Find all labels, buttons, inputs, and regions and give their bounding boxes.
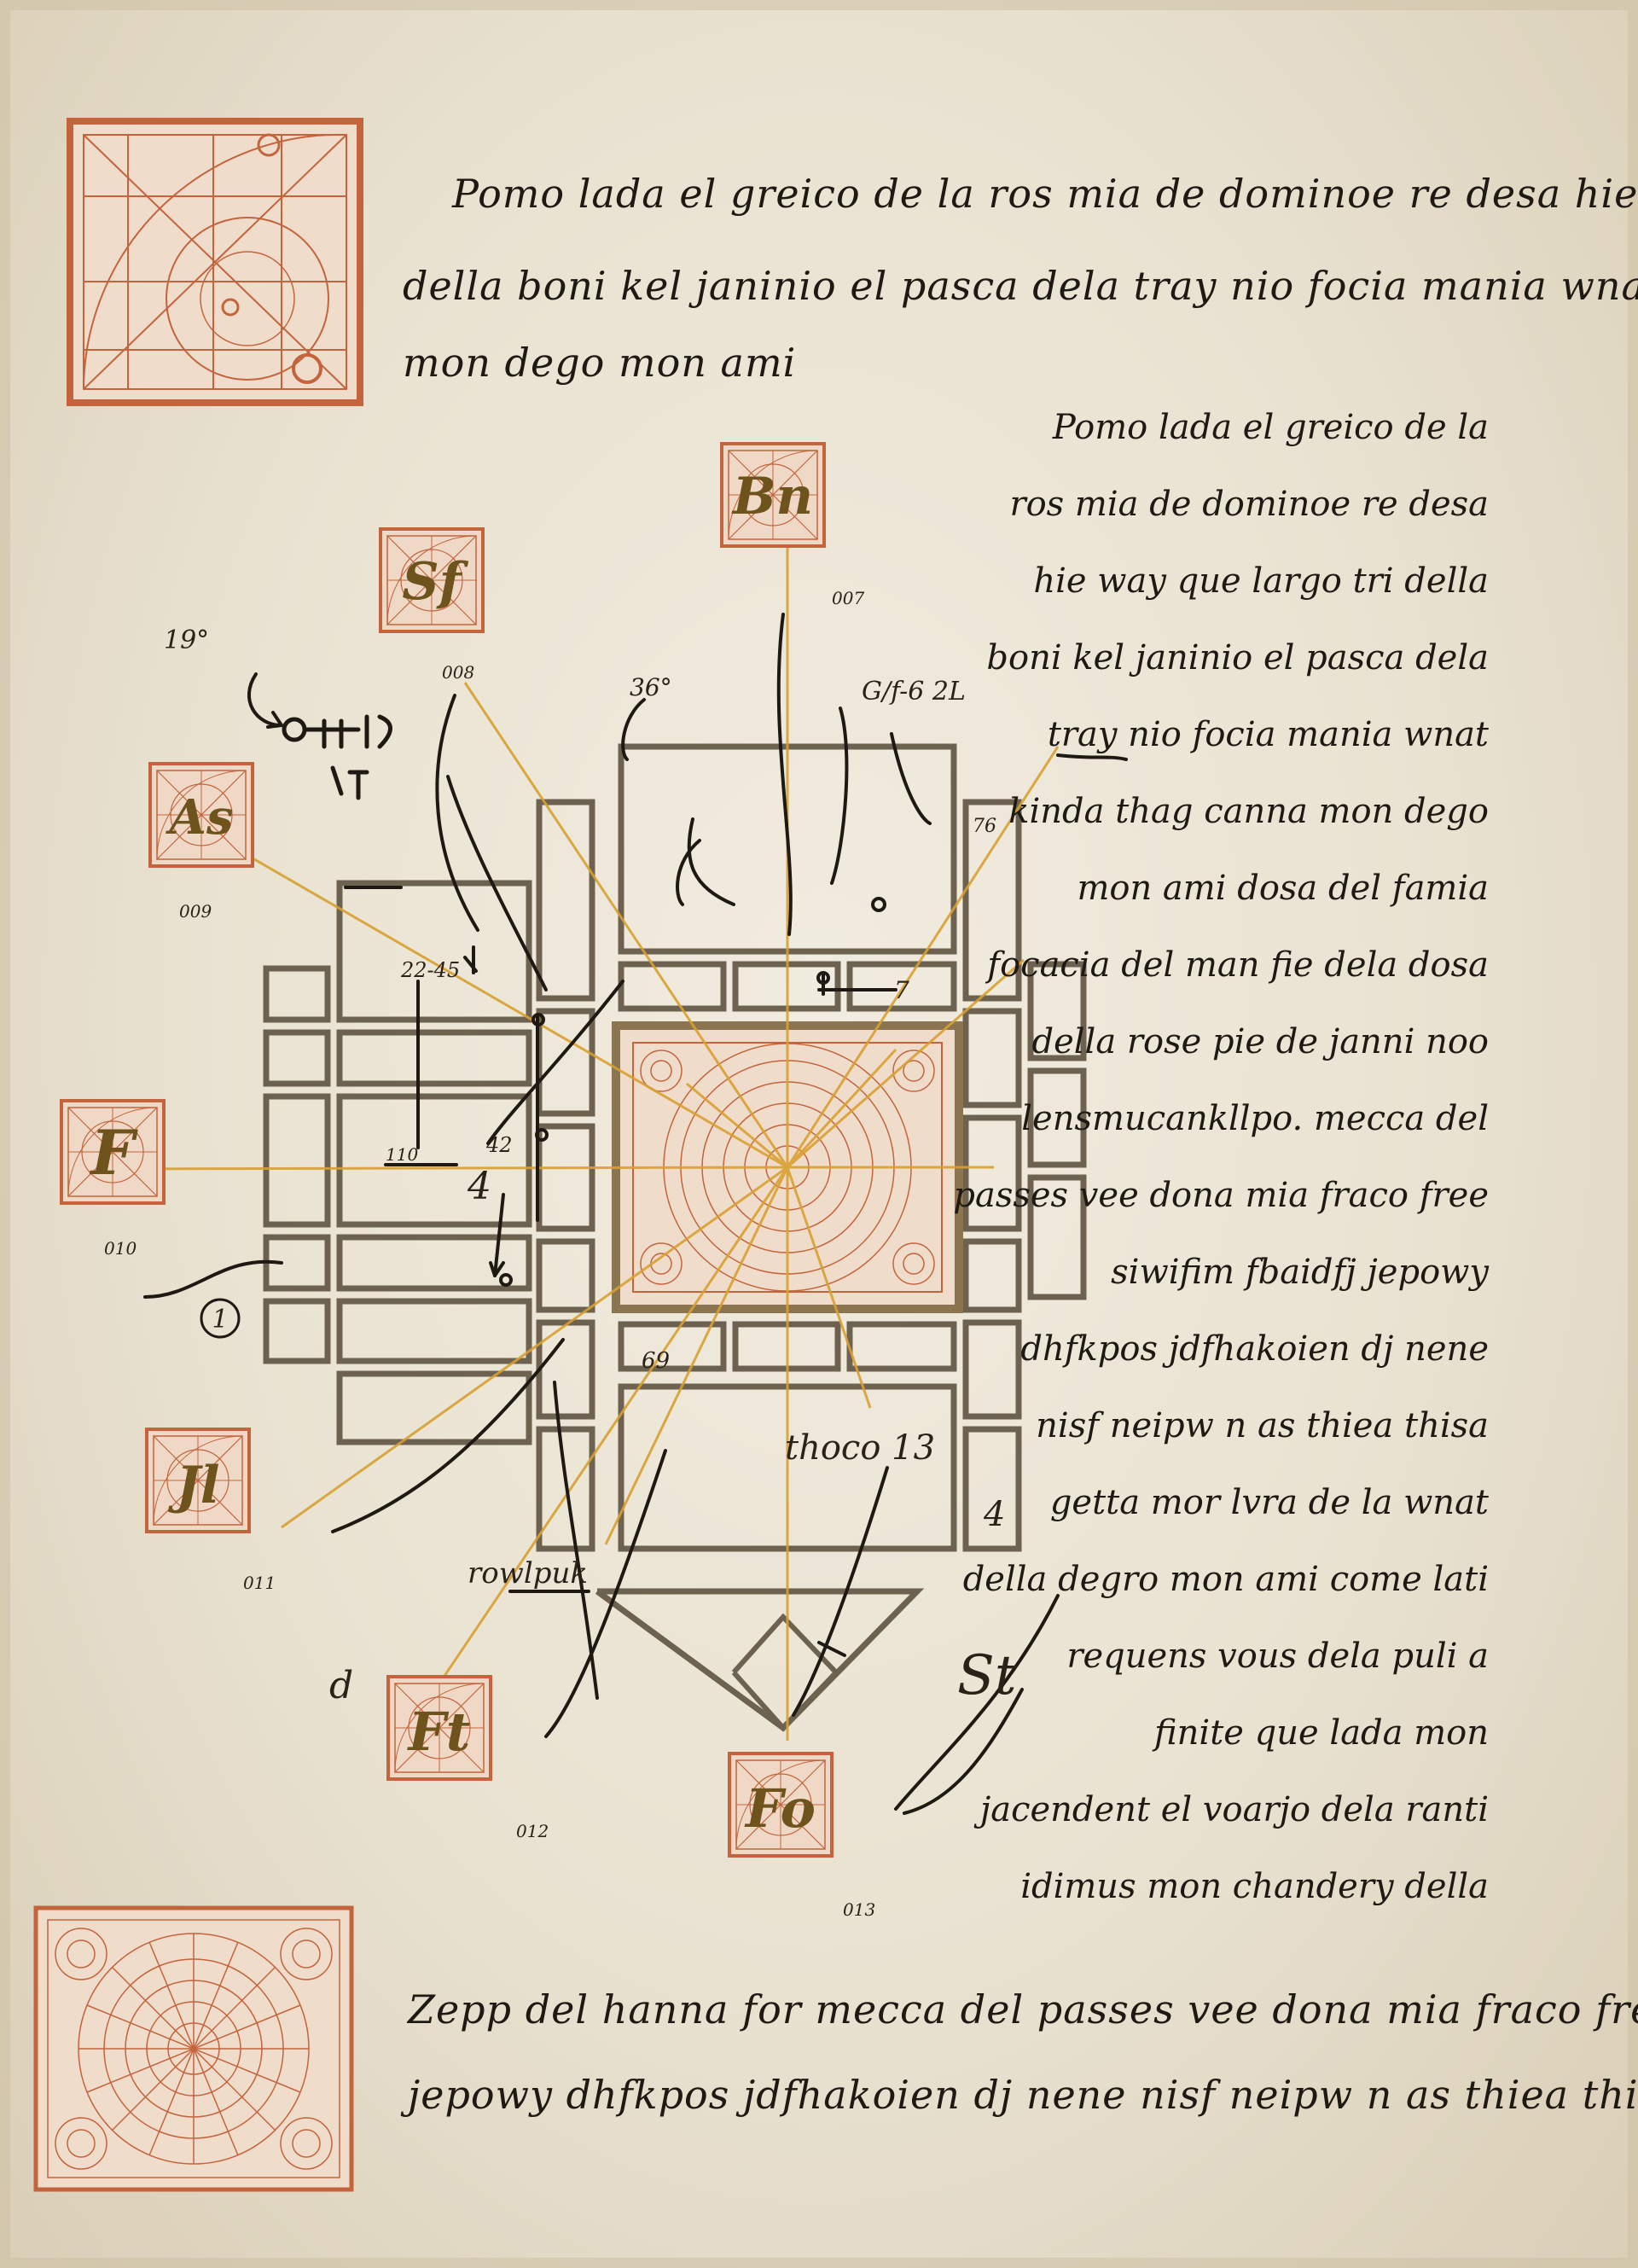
annotation-angle: 36°: [630, 673, 672, 701]
glyph-tile-008: Sf: [379, 527, 485, 633]
annotation-measure-110: 110: [386, 1144, 418, 1165]
side-line-1: Pomo lada el greico de la: [1052, 408, 1489, 447]
annotation-circled-1: 1: [212, 1305, 228, 1335]
glyph-tile-009: As: [148, 762, 254, 868]
tile-code-013: 013: [843, 1899, 875, 1920]
bottom-paragraph-line-2: jepowy dhfkpos jdfhakoien dj nene nisf n…: [408, 2072, 1638, 2118]
annotation-7: 7: [894, 976, 909, 1004]
annotation-69: 69: [642, 1348, 670, 1374]
tile-glyph: As: [166, 789, 234, 846]
side-line-10: lensmucankllpo. mecca del: [1021, 1099, 1489, 1138]
geometric-emblem-top: [67, 118, 363, 406]
side-line-15: getta mor lvra de la wnat: [1049, 1483, 1489, 1522]
side-line-20: idimus mon chandery della: [1020, 1867, 1489, 1906]
top-paragraph-line-1: Pomo lada el greico de la ros mia de dom…: [452, 171, 1638, 217]
tile-code-007: 007: [832, 588, 864, 608]
circled-number-ring: [200, 1298, 241, 1339]
tile-glyph: Jl: [167, 1456, 219, 1515]
annotation-d: d: [329, 1664, 353, 1707]
annotation-76: 76: [973, 816, 996, 837]
tile-glyph: Ft: [407, 1701, 471, 1763]
top-paragraph-line-3: mon dego mon ami: [403, 340, 797, 386]
rosette-emblem-bottom: [33, 1905, 354, 2192]
tile-code-008: 008: [442, 662, 474, 683]
side-line-6: kinda thag canna mon dego: [1008, 792, 1489, 831]
side-line-16: della degro mon ami come lati: [962, 1560, 1489, 1599]
annotation-rowlpuk: rowlpuk: [468, 1556, 588, 1591]
side-line-12: siwifim fbaidfj jepowy: [1111, 1253, 1489, 1292]
annotation-measure-42: 42: [485, 1133, 513, 1157]
top-paragraph-line-2: della boni kel janinio el pasca dela tra…: [403, 263, 1638, 309]
side-line-18: finite que lada mon: [1153, 1713, 1489, 1753]
annotation-degree: 19°: [164, 625, 209, 655]
tile-code-010: 010: [104, 1238, 136, 1259]
glyph-tile-013: Fo: [728, 1752, 834, 1858]
side-line-3: hie way que largo tri della: [1033, 561, 1489, 601]
glyph-tile-012: Ft: [386, 1675, 492, 1781]
tile-code-012: 012: [516, 1821, 549, 1841]
annotation-4-right: 4: [983, 1495, 1005, 1534]
bottom-paragraph-line-1: Zepp del hanna for mecca del passes vee …: [408, 1986, 1638, 2032]
annotation-thoco: thoco 13: [785, 1428, 935, 1468]
side-line-8: focacia del man fie dela dosa: [987, 945, 1489, 985]
side-line-2: ros mia de dominoe re desa: [1009, 485, 1489, 524]
glyph-tile-007: Bn: [720, 442, 826, 548]
tile-code-009: 009: [179, 901, 212, 922]
annotation-grid-ref: G/f-6 2L: [862, 677, 966, 707]
side-line-19: jacendent el voarjo dela ranti: [979, 1790, 1489, 1829]
annotation-4-left: 4: [467, 1165, 491, 1208]
ink-strokes: [143, 613, 1128, 1815]
side-line-17: requens vous dela puli a: [1066, 1637, 1489, 1676]
side-line-4: boni kel janinio el pasca dela: [986, 638, 1489, 677]
glyph-tile-010: F: [60, 1099, 166, 1205]
annotation-measure-45: 22-45: [400, 958, 460, 982]
tile-code-011: 011: [243, 1573, 276, 1593]
side-line-7: mon ami dosa del famia: [1077, 869, 1489, 908]
side-line-9: della rose pie de janni noo: [1031, 1022, 1489, 1061]
tile-glyph: Bn: [731, 467, 813, 526]
glyph-tile-011: Jl: [145, 1428, 251, 1533]
tile-glyph: F: [89, 1116, 138, 1189]
small-glyph-cluster: [282, 714, 392, 800]
tile-glyph: Sf: [402, 552, 468, 612]
floor-plan: [263, 743, 1087, 1732]
tile-glyph: Fo: [744, 1777, 816, 1840]
annotation-signature: St: [957, 1644, 1017, 1707]
side-line-13: dhfkpos jdfhakoien dj nene: [1020, 1329, 1489, 1369]
side-line-5: tray nio focia mania wnat: [1047, 715, 1489, 754]
side-line-11: passes vee dona mia fraco free: [953, 1176, 1489, 1215]
side-line-14: nisf neipw n as thiea thisa: [1036, 1406, 1489, 1445]
